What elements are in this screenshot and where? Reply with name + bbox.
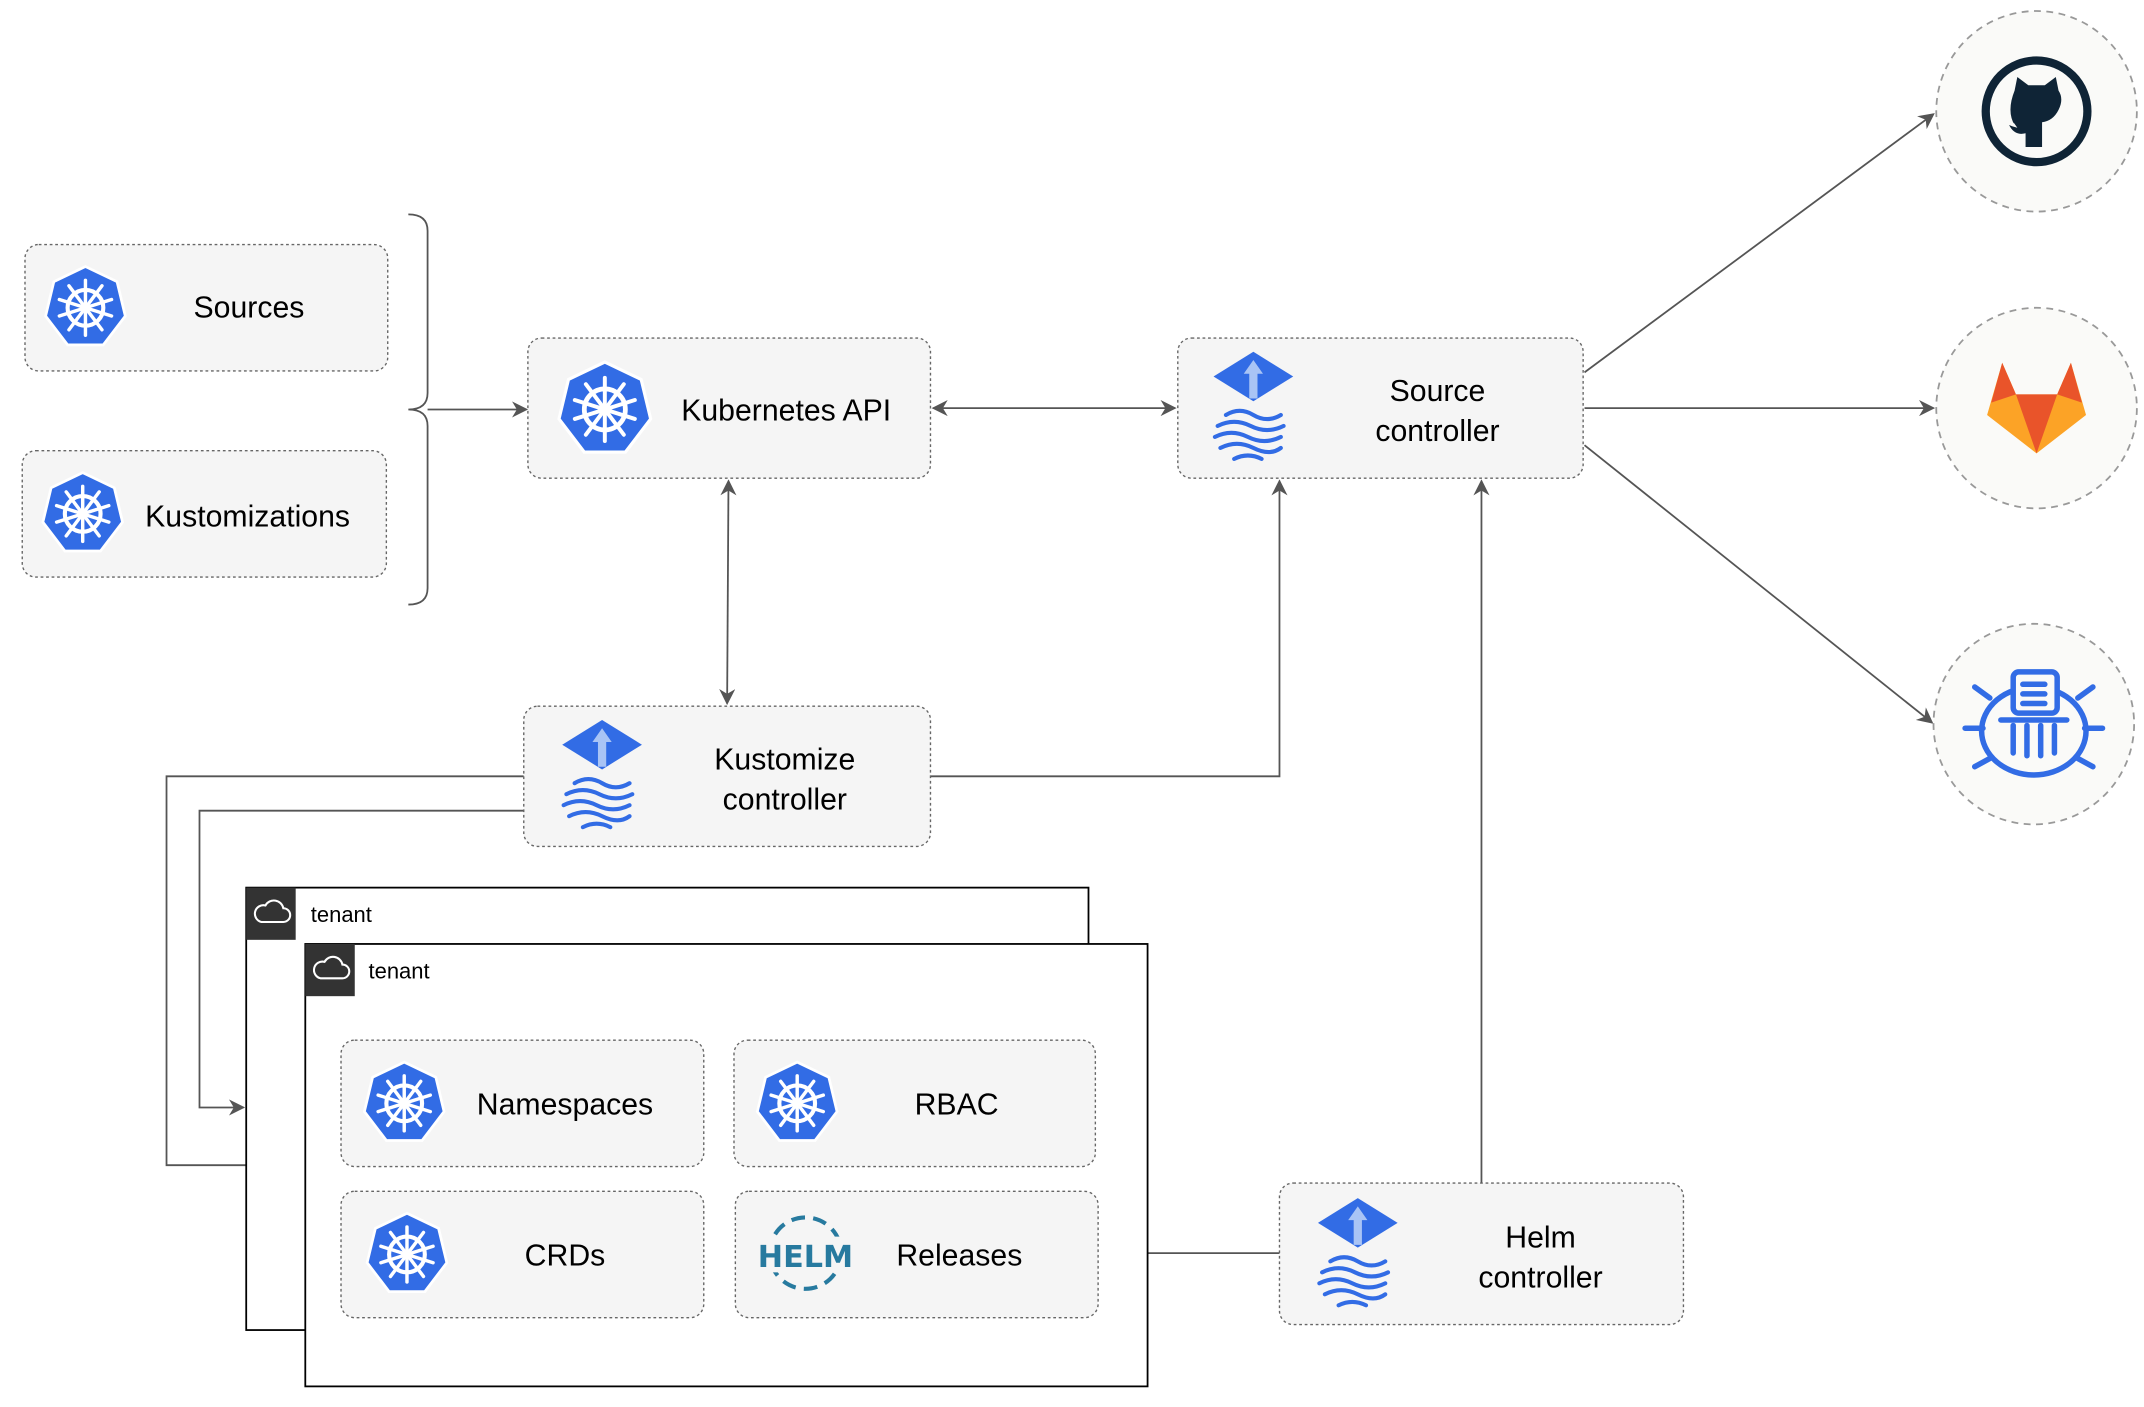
node-label: Sources <box>194 291 305 324</box>
github-source[interactable] <box>1935 10 2138 213</box>
node-label: controller <box>1478 1261 1602 1294</box>
gitlab-source[interactable] <box>1935 306 2138 510</box>
tenant-label: tenant <box>311 902 372 927</box>
node-label: Kustomize <box>714 743 855 776</box>
helm-repository-icon <box>1962 669 2106 778</box>
node-kustomizations[interactable]: Kustomizations <box>21 449 388 578</box>
edge-source-to-github <box>1583 113 1935 374</box>
node-sources[interactable]: Sources <box>24 243 389 372</box>
edge-api-kustomize-controller <box>719 479 737 706</box>
brace <box>408 213 429 606</box>
node-label: Kubernetes API <box>681 394 891 427</box>
edge-kustomize-to-tenant-back <box>198 809 524 1116</box>
node-source-controller[interactable]: Source controller <box>1177 337 1584 479</box>
gitlab-icon <box>1987 362 2087 454</box>
helm-repository-source[interactable] <box>1932 622 2136 826</box>
node-releases[interactable]: HELM Releases <box>734 1190 1099 1319</box>
edge-kustomize-to-tenant-front <box>165 775 524 1174</box>
node-kustomize-controller[interactable]: Kustomize controller <box>523 705 932 848</box>
node-label: Helm <box>1505 1222 1576 1255</box>
node-helm-controller[interactable]: Helm controller <box>1278 1182 1685 1326</box>
node-namespaces[interactable]: Namespaces <box>340 1039 705 1168</box>
helm-icon: HELM <box>758 1215 853 1291</box>
node-label: Source <box>1390 375 1486 408</box>
node-label: CRDs <box>525 1239 606 1272</box>
svg-text:HELM: HELM <box>758 1240 853 1275</box>
edge-kustomize-to-source <box>930 479 1288 778</box>
node-label: RBAC <box>915 1088 999 1121</box>
node-crds[interactable]: CRDs <box>340 1190 705 1319</box>
node-label: controller <box>723 783 847 816</box>
tenant-front[interactable]: tenant Namespaces RBAC CRDs HELM Release… <box>304 943 1149 1388</box>
node-label: Releases <box>896 1239 1022 1272</box>
node-label: Kustomizations <box>145 500 350 533</box>
github-icon <box>1981 56 2092 167</box>
node-rbac[interactable]: RBAC <box>733 1039 1097 1168</box>
node-label: Namespaces <box>477 1088 653 1121</box>
node-kubernetes-api[interactable]: Kubernetes API <box>527 337 932 479</box>
node-label: controller <box>1375 415 1499 448</box>
tenant-label: tenant <box>369 958 430 983</box>
edge-source-to-helm-repo <box>1583 444 1934 724</box>
